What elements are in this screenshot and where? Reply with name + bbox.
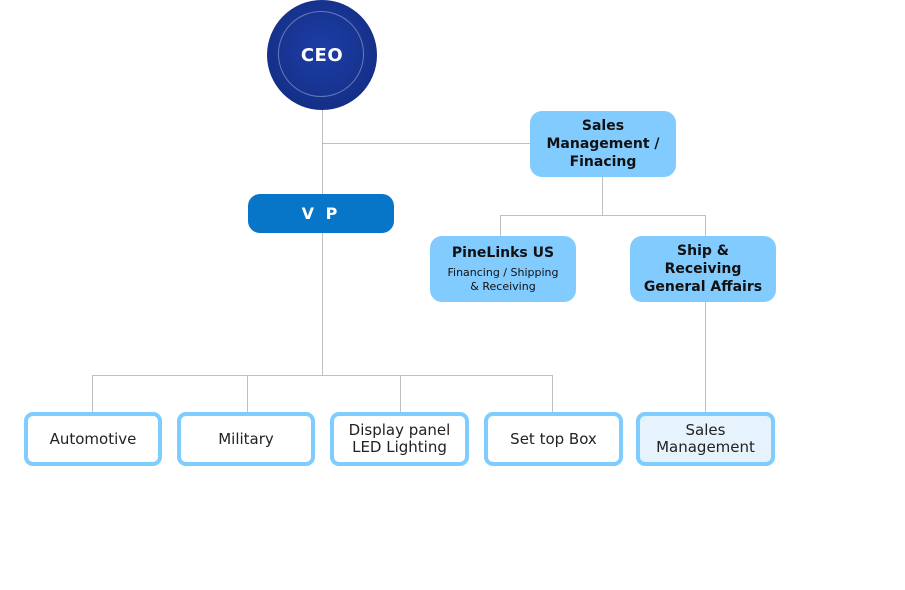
vp-label: V P: [301, 204, 341, 223]
military-node: Military: [177, 412, 315, 466]
sales-management-financing-line3: Finacing: [569, 154, 637, 170]
automotive-label: Automotive: [49, 429, 137, 448]
ceo-node: CEO: [267, 0, 377, 110]
display-panel-line2: LED Lighting: [352, 438, 447, 456]
connector-to-automotive: [92, 375, 93, 412]
connector-vp-branch: [92, 375, 553, 376]
pinelinks-us-node: PineLinks US Financing / Shipping & Rece…: [430, 236, 576, 302]
ceo-label: CEO: [300, 44, 344, 66]
sales-management-financing-line1: Sales: [581, 118, 625, 134]
automotive-node: Automotive: [24, 412, 162, 466]
connector-sales-finance-down: [602, 177, 603, 215]
pinelinks-us-title: PineLinks US: [451, 245, 555, 261]
ship-receiving-line1: Ship &: [677, 243, 729, 259]
set-top-box-node: Set top Box: [484, 412, 623, 466]
sales-management-financing-line2: Management /: [546, 136, 660, 152]
pinelinks-us-sub-line2: & Receiving: [470, 280, 536, 293]
connector-to-display-panel: [400, 375, 401, 412]
ship-receiving-line3: General Affairs: [643, 279, 763, 295]
pinelinks-us-sub-line1: Financing / Shipping: [447, 266, 559, 279]
ship-receiving-general-affairs-node: Ship & Receiving General Affairs: [630, 236, 776, 302]
connector-vp-down: [322, 233, 323, 376]
connector-ceo-vp: [322, 110, 323, 194]
connector-to-set-top-box: [552, 375, 553, 412]
connector-ceo-sales-finance: [322, 143, 530, 144]
sales-management-line2: Management: [656, 438, 755, 456]
set-top-box-label: Set top Box: [510, 429, 597, 448]
military-label: Military: [218, 429, 274, 448]
sales-management-node: Sales Management: [636, 412, 775, 466]
connector-to-pinelinks: [500, 215, 501, 236]
connector-to-military: [247, 375, 248, 412]
connector-to-ship-receiving: [705, 215, 706, 236]
connector-ship-to-sales-management: [705, 302, 706, 412]
display-panel-led-lighting-node: Display panel LED Lighting: [330, 412, 469, 466]
display-panel-line1: Display panel: [348, 421, 451, 439]
ship-receiving-line2: Receiving: [664, 261, 742, 277]
vp-node: V P: [248, 194, 394, 233]
connector-sales-finance-branch: [500, 215, 706, 216]
sales-management-line1: Sales: [685, 421, 726, 439]
sales-management-financing-node: Sales Management / Finacing: [530, 111, 676, 177]
